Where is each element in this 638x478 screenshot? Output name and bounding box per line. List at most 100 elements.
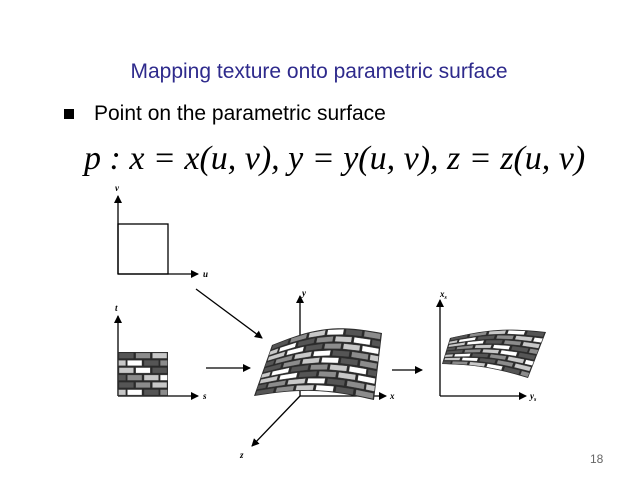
brick xyxy=(458,336,477,343)
brick xyxy=(357,374,376,385)
brick xyxy=(135,352,151,359)
brick xyxy=(519,370,530,378)
brick xyxy=(342,343,361,352)
brick xyxy=(118,352,134,359)
brick xyxy=(267,351,286,362)
uv-parameter-space: v u xyxy=(114,183,208,279)
brick xyxy=(448,339,459,345)
brick xyxy=(345,329,363,337)
brick xyxy=(359,360,378,370)
brick xyxy=(297,337,316,347)
xs-axis-label: xs xyxy=(439,289,448,301)
brick xyxy=(315,336,334,344)
object-space: y x z xyxy=(239,288,395,460)
brick xyxy=(492,344,511,350)
brick xyxy=(289,333,308,344)
brick xyxy=(503,366,521,375)
brick xyxy=(361,345,380,355)
brick xyxy=(499,349,518,357)
brick xyxy=(127,360,143,366)
brick xyxy=(521,341,541,349)
brick xyxy=(143,374,159,381)
brick xyxy=(363,330,382,340)
brick xyxy=(337,371,357,381)
x-axis-label: x xyxy=(389,391,395,401)
brick xyxy=(525,330,545,338)
brick xyxy=(477,335,496,341)
brick xyxy=(317,370,337,378)
brick xyxy=(264,359,275,368)
brick xyxy=(278,342,297,353)
brick xyxy=(506,330,526,336)
brick xyxy=(485,363,504,371)
parametric-formula: p : x = x(u, v), y = y(u, v), z = z(u, v… xyxy=(84,140,586,177)
brick xyxy=(255,387,275,396)
brick xyxy=(503,339,522,346)
brick xyxy=(326,328,345,336)
brick xyxy=(118,382,134,388)
textured-parametric-surface xyxy=(254,328,382,400)
brick xyxy=(524,359,535,366)
brick xyxy=(143,389,159,396)
brick xyxy=(468,361,486,367)
brick xyxy=(290,364,310,373)
z-axis xyxy=(251,395,301,447)
brick xyxy=(487,330,507,335)
brick xyxy=(159,360,168,366)
bullet-marker-icon xyxy=(64,109,74,119)
brick xyxy=(159,389,168,396)
brick xyxy=(478,357,497,364)
brick xyxy=(445,349,464,354)
v-axis-label: v xyxy=(115,183,120,193)
brick xyxy=(274,354,294,365)
brick xyxy=(301,357,321,365)
brick xyxy=(355,389,374,400)
brick xyxy=(495,335,515,340)
brick xyxy=(268,347,279,356)
brick xyxy=(152,367,168,374)
brick xyxy=(442,360,452,365)
bullet-item: Point on the parametric surface xyxy=(64,102,386,126)
brick xyxy=(143,360,159,366)
brick xyxy=(466,340,485,346)
brick xyxy=(463,348,482,353)
brick xyxy=(350,351,369,361)
bullet-text: Point on the parametric surface xyxy=(94,102,386,125)
brick xyxy=(118,374,127,381)
brick xyxy=(282,359,302,368)
brick xyxy=(329,364,348,372)
brick xyxy=(468,331,488,338)
z-axis-label: z xyxy=(239,450,244,460)
brick xyxy=(444,353,454,358)
brick xyxy=(369,354,379,363)
brick xyxy=(348,365,367,375)
page-number: 18 xyxy=(590,452,604,466)
brick xyxy=(118,389,127,396)
brick xyxy=(346,380,365,390)
brick xyxy=(517,352,536,361)
t-axis-label: t xyxy=(115,303,118,313)
ys-axis-label: ys xyxy=(529,391,537,403)
brick xyxy=(118,367,134,374)
brick xyxy=(263,363,283,373)
brick xyxy=(306,378,326,384)
brick xyxy=(320,357,340,364)
brick xyxy=(514,335,534,342)
brick xyxy=(340,357,359,366)
brick xyxy=(298,370,318,378)
brick xyxy=(309,364,329,371)
brick xyxy=(275,385,295,393)
brick xyxy=(456,344,474,350)
u-axis-label: u xyxy=(203,269,208,279)
brick xyxy=(326,378,346,386)
brick xyxy=(335,386,354,395)
brick xyxy=(270,367,290,377)
brick xyxy=(513,363,532,372)
brick xyxy=(510,345,529,353)
brick xyxy=(152,382,168,388)
brick xyxy=(127,389,143,396)
brick xyxy=(528,348,539,355)
brick xyxy=(256,383,268,390)
brick xyxy=(285,346,305,356)
